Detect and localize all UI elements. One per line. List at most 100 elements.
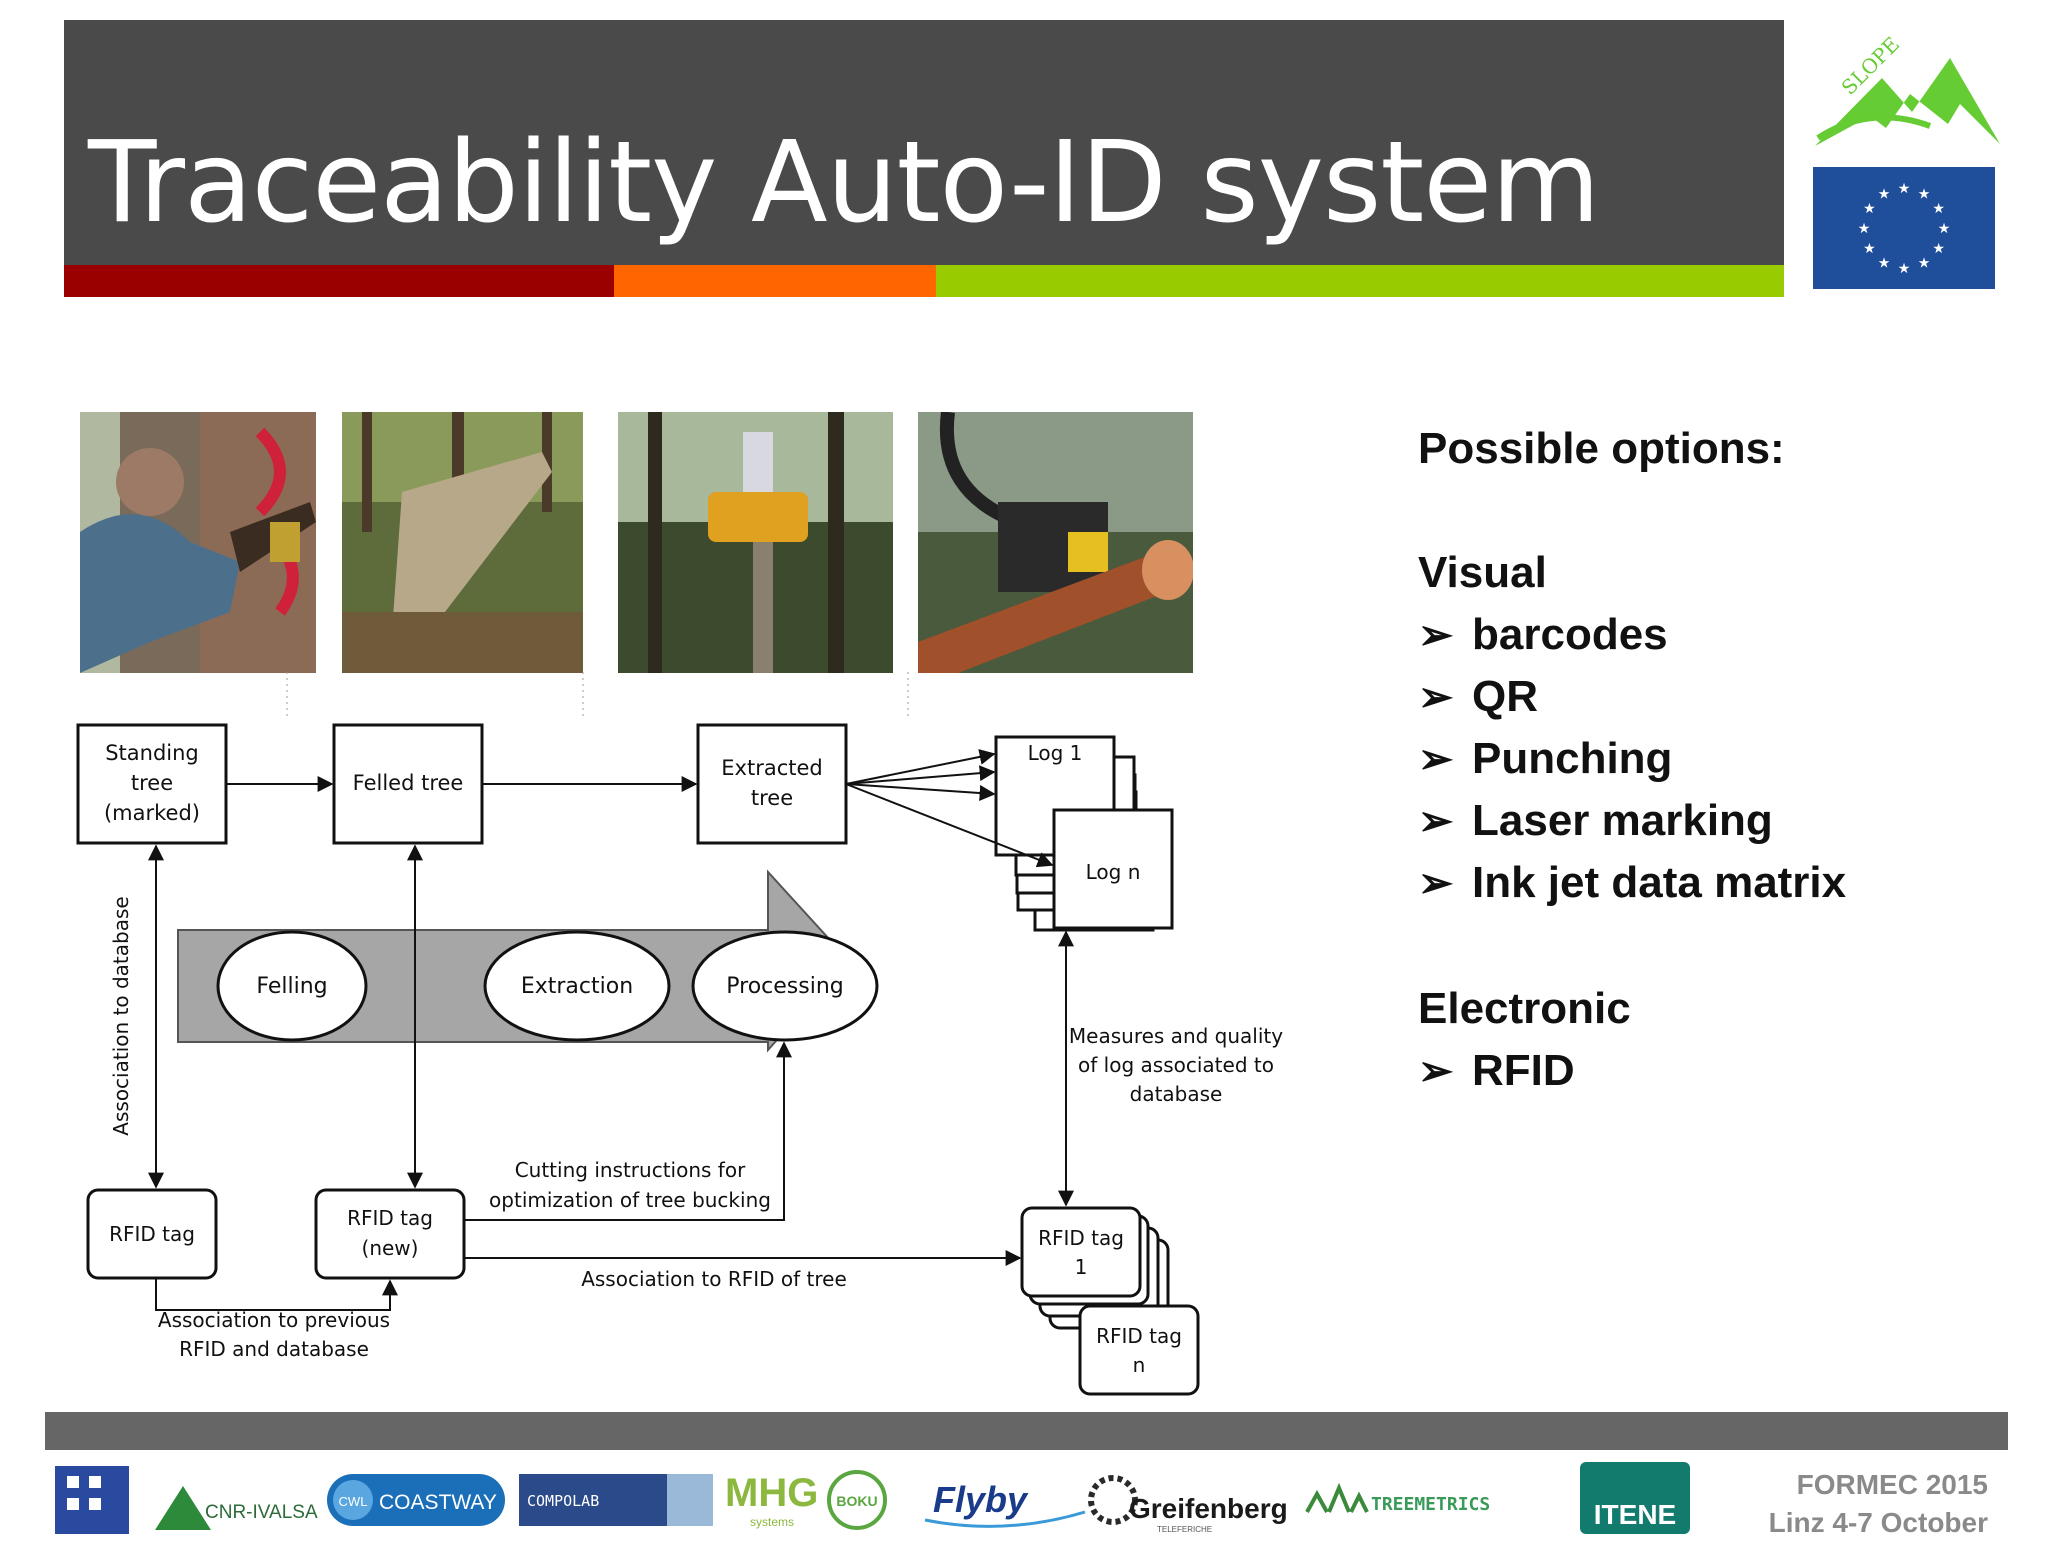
- node-rfid-tag-stack: RFID tag 1: [1020, 1206, 1170, 1330]
- electronic-heading: Electronic: [1418, 984, 1631, 1033]
- slope-logo-text: SLOPE: [1837, 34, 1904, 100]
- svg-text:n: n: [1133, 1353, 1146, 1377]
- svg-text:TELEFERICHE: TELEFERICHE: [1157, 1525, 1212, 1534]
- eu-star-icon: ★: [1878, 255, 1891, 271]
- svg-text:MHG: MHG: [725, 1471, 818, 1515]
- svg-text:systems: systems: [750, 1515, 794, 1529]
- itene-logo: [1580, 1462, 1690, 1534]
- eu-star-icon: ★: [1932, 240, 1945, 256]
- visual-item: QR: [1472, 672, 1538, 721]
- traceability-flow-diagram: Felling Extraction Processing Standing t…: [76, 672, 1283, 1396]
- svg-text:Log n: Log n: [1086, 860, 1141, 884]
- label-cutting-2: optimization of tree bucking: [489, 1188, 771, 1212]
- label-measures-1: Measures and quality: [1069, 1024, 1283, 1048]
- svg-text:RFID tag: RFID tag: [1038, 1226, 1124, 1250]
- eu-star-icon: ★: [1858, 220, 1871, 236]
- partner-logos: CNR-IVALSA CWL COASTWAY COMPOLAB MHG sys…: [55, 1462, 1690, 1534]
- stripe-orange: [614, 265, 936, 297]
- arrow-bullet-icon: ➢: [1418, 735, 1454, 782]
- svg-text:BOKU: BOKU: [836, 1493, 877, 1509]
- processor-head-photo: [918, 412, 1193, 673]
- visual-item: barcodes: [1472, 610, 1668, 659]
- visual-item: Ink jet data matrix: [1472, 858, 1847, 907]
- step-felling: Felling: [216, 930, 368, 1042]
- svg-text:RFID tag: RFID tag: [1096, 1324, 1182, 1348]
- svg-text:Felled tree: Felled tree: [353, 771, 464, 795]
- treemetrics-logo: TREEMETRICS: [1371, 1494, 1490, 1515]
- extraction-carriage-photo: [618, 412, 893, 673]
- options-heading: Possible options:: [1418, 424, 1785, 473]
- label-assoc-rfid-tree: Association to RFID of tree: [581, 1267, 847, 1291]
- visual-item: Punching: [1472, 734, 1673, 783]
- felled-tree-photo: [342, 412, 583, 673]
- node-rfid-tag-new: RFID tag (new): [314, 1188, 466, 1280]
- svg-text:Extracted: Extracted: [721, 756, 822, 780]
- svg-text:Standing: Standing: [105, 741, 199, 765]
- coastway-logo: [327, 1474, 505, 1526]
- label-measures-2: of log associated to: [1078, 1053, 1274, 1077]
- eu-star-icon: ★: [1938, 220, 1951, 236]
- svg-text:COMPOLAB: COMPOLAB: [527, 1492, 599, 1510]
- node-felled-tree: Felled tree: [332, 723, 484, 845]
- greifenberg-logo: [1088, 1475, 1138, 1525]
- footer-location: Linz 4-7 October: [1768, 1507, 1988, 1538]
- step-extraction: Extraction: [483, 930, 671, 1042]
- arrow-bullet-icon: ➢: [1418, 859, 1454, 906]
- slope-logo: SLOPE: [1815, 34, 2000, 146]
- footer-event: FORMEC 2015: [1796, 1469, 1988, 1500]
- node-rfid-tag-n: RFID tag n: [1078, 1304, 1200, 1396]
- eu-star-icon: ★: [1898, 180, 1911, 196]
- node-log-n: Log n: [1052, 808, 1174, 930]
- svg-text:(new): (new): [362, 1236, 419, 1260]
- svg-text:CWL: CWL: [339, 1494, 368, 1509]
- svg-text:(marked): (marked): [104, 801, 200, 825]
- svg-text:RFID tag: RFID tag: [109, 1222, 195, 1246]
- boku-logo: [827, 1470, 887, 1530]
- label-measures-3: database: [1130, 1082, 1223, 1106]
- eu-star-icon: ★: [1863, 240, 1876, 256]
- compolab-logo: [519, 1474, 667, 1526]
- eu-star-icon: ★: [1932, 200, 1945, 216]
- svg-text:Processing: Processing: [726, 974, 843, 999]
- stripe-green: [936, 265, 1784, 297]
- footer-event-info: FORMEC 2015 Linz 4-7 October: [1769, 1466, 1988, 1542]
- svg-text:COASTWAY: COASTWAY: [379, 1491, 497, 1514]
- electronic-item: RFID: [1472, 1046, 1575, 1095]
- label-cutting-1: Cutting instructions for: [515, 1158, 746, 1182]
- label-assoc-previous-2: RFID and database: [179, 1337, 369, 1361]
- eu-star-icon: ★: [1863, 200, 1876, 216]
- label-assoc-previous-1: Association to previous: [158, 1308, 390, 1332]
- svg-text:1: 1: [1075, 1255, 1088, 1279]
- eu-star-icon: ★: [1918, 185, 1931, 201]
- footer-bar: [45, 1412, 2008, 1450]
- svg-text:tree: tree: [131, 771, 173, 795]
- flyby-logo: Flyby: [933, 1479, 1029, 1520]
- svg-text:CNR-IVALSA: CNR-IVALSA: [205, 1502, 318, 1523]
- title-bar: [64, 20, 1784, 265]
- label-association-db: Association to database: [109, 896, 133, 1135]
- slide-title: Traceability Auto-ID system: [88, 118, 1600, 248]
- svg-text:Greifenberg: Greifenberg: [1129, 1493, 1288, 1524]
- visual-item: Laser marking: [1472, 796, 1773, 845]
- eu-star-icon: ★: [1898, 260, 1911, 276]
- arrow-bullet-icon: ➢: [1418, 1047, 1454, 1094]
- step-processing: Processing: [691, 930, 879, 1042]
- svg-text:Log 1: Log 1: [1028, 741, 1083, 765]
- node-rfid-tag: RFID tag: [86, 1188, 218, 1280]
- svg-text:ITENE: ITENE: [1594, 1499, 1676, 1530]
- eu-flag-icon: ★★★★★★★★★★★★: [1813, 167, 1995, 289]
- arrow-bullet-icon: ➢: [1418, 611, 1454, 658]
- visual-heading: Visual: [1418, 548, 1547, 597]
- node-extracted-tree: Extracted tree: [696, 723, 848, 845]
- svg-text:Felling: Felling: [256, 974, 327, 999]
- eu-star-icon: ★: [1878, 185, 1891, 201]
- arrow-bullet-icon: ➢: [1418, 673, 1454, 720]
- svg-text:tree: tree: [751, 786, 793, 810]
- marking-tree-photo: [80, 412, 316, 673]
- eu-star-icon: ★: [1918, 255, 1931, 271]
- stripe-red: [64, 265, 614, 297]
- svg-text:Extraction: Extraction: [521, 974, 633, 999]
- cnr-ivalsa-logo-icon: [155, 1486, 211, 1530]
- node-standing-tree: Standing tree (marked): [76, 723, 228, 845]
- arrow-bullet-icon: ➢: [1418, 797, 1454, 844]
